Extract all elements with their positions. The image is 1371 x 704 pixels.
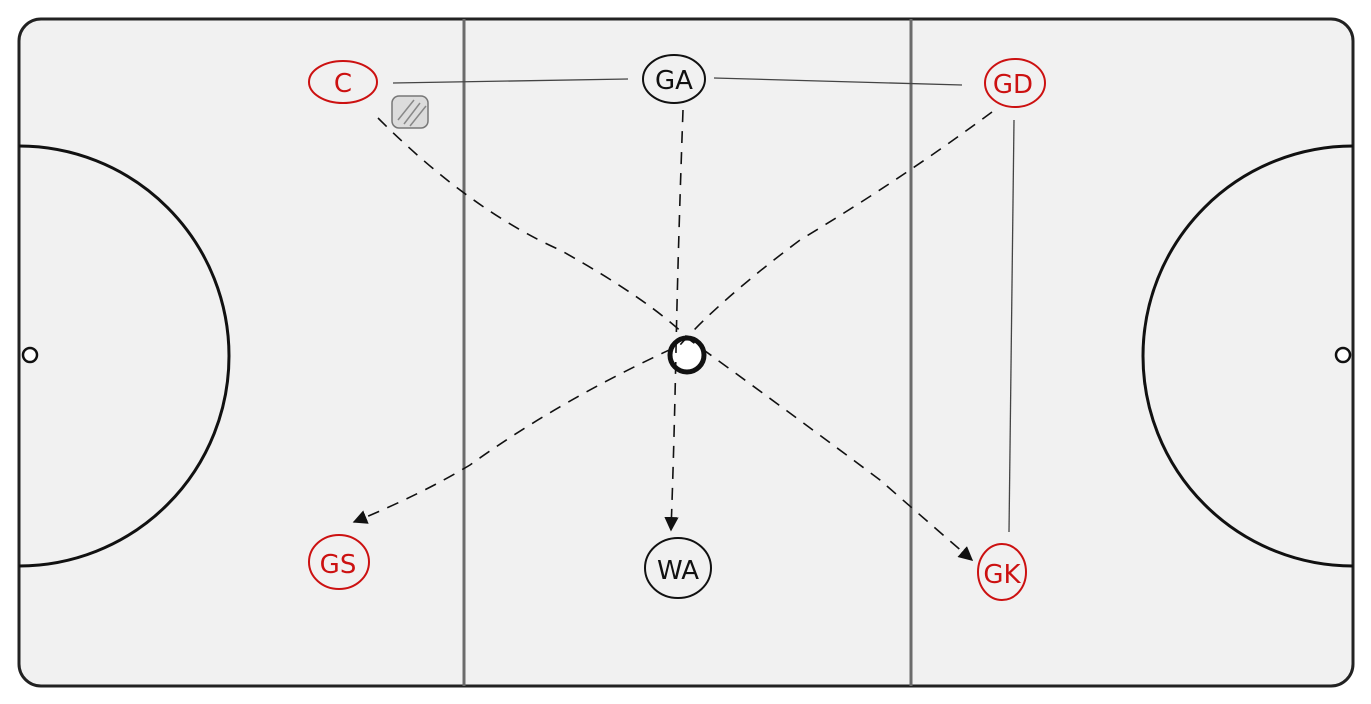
goal-post-left (21, 346, 39, 364)
player-wa: WA (644, 537, 712, 599)
player-ga-marker (642, 54, 706, 104)
connector-ga-gd (713, 77, 963, 86)
player-gk-marker (977, 543, 1027, 601)
ball-icon (391, 95, 429, 129)
player-gd-marker (984, 58, 1046, 108)
player-gd: GD (984, 58, 1046, 108)
movement-path-c-to-gk (377, 117, 974, 561)
goal-post-right (1334, 346, 1352, 364)
player-gs-marker (308, 534, 370, 590)
player-gk: GK (977, 543, 1027, 601)
player-c-marker (308, 60, 378, 104)
player-gs-label: GS (320, 550, 357, 580)
connector-c-ga (392, 78, 629, 84)
player-wa-marker (644, 537, 712, 599)
player-c: C (308, 60, 378, 104)
movement-path-gd-to-gs (352, 111, 993, 524)
player-gs: GS (308, 534, 370, 590)
player-ga-label: GA (655, 66, 693, 96)
connector-gd-gk (1008, 119, 1015, 533)
goal-circle-left (18, 144, 231, 568)
movement-path-ga-to-wa (664, 109, 684, 532)
player-ga: GA (642, 54, 706, 104)
goal-circle-right (1141, 144, 1354, 568)
player-wa-label: WA (657, 556, 699, 586)
player-c-label: C (334, 69, 352, 99)
player-gk-label: GK (983, 560, 1021, 590)
player-gd-label: GD (993, 70, 1033, 100)
